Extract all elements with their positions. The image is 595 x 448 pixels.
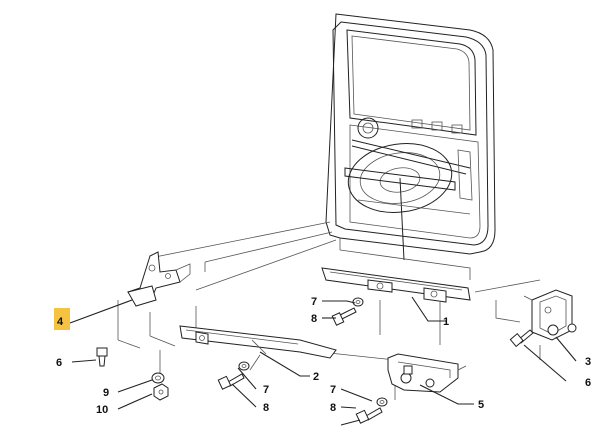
washer-icon: [352, 297, 364, 307]
callout-7-rail: 7: [311, 296, 317, 308]
callout-4-highlight: [54, 308, 70, 330]
callout-1: 1: [443, 316, 449, 328]
part-upper-rail: [321, 267, 471, 303]
part-lower-rail: [179, 325, 337, 359]
callout-9: 9: [103, 387, 109, 399]
sliding-door: [325, 13, 496, 261]
callout-8-carriage: 8: [330, 402, 336, 414]
part-left-hinge: [127, 251, 191, 307]
bolt-icon: [217, 373, 245, 390]
callout-labels: 1 2 3 4 5 6 6 7 7 7 8 8 8 9 10: [56, 296, 591, 416]
part-right-bracket: [523, 289, 577, 341]
callout-4: 4: [57, 316, 64, 328]
washer-icon: [151, 372, 165, 384]
screw-icon: [96, 347, 108, 367]
callout-8-rail: 8: [311, 313, 317, 325]
callout-7-carriage: 7: [330, 384, 336, 396]
leader-lines: [69, 296, 577, 426]
callout-3: 3: [585, 356, 591, 368]
projection-lines: [117, 221, 541, 400]
bolt-icon: [355, 407, 383, 424]
callout-2: 2: [313, 371, 319, 383]
bolt-icon: [331, 307, 357, 326]
callout-6-left: 6: [56, 357, 62, 369]
fasteners: [96, 297, 534, 424]
part-lower-carriage: [387, 353, 467, 393]
callout-10: 10: [96, 404, 108, 416]
washer-icon: [376, 397, 388, 407]
callout-8-lower: 8: [263, 402, 269, 414]
nut-icon: [153, 383, 169, 401]
callout-5: 5: [478, 399, 484, 411]
callout-7-lower: 7: [263, 384, 269, 396]
washer-icon: [238, 361, 250, 371]
callout-6-right: 6: [585, 377, 591, 389]
screw-icon: [509, 329, 534, 348]
